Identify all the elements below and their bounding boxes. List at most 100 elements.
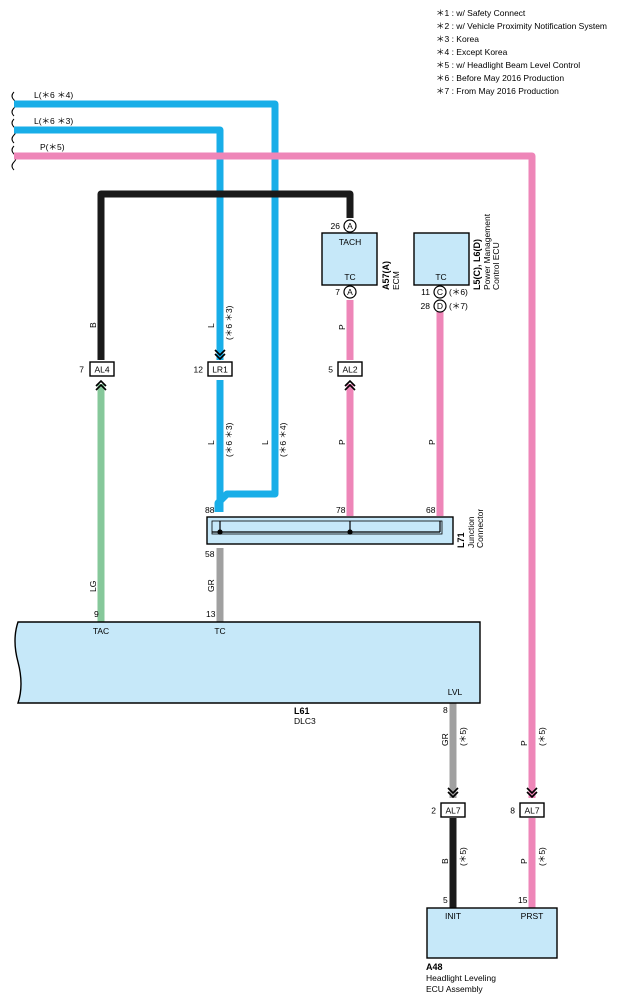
- arrow-up-icon: [344, 383, 356, 391]
- splice-dot: [347, 529, 353, 535]
- wire-label: P: [337, 324, 347, 330]
- connector-label: AL4: [94, 365, 109, 375]
- connector-circle: [343, 219, 357, 233]
- wire-label: P(＊5): [40, 142, 65, 152]
- component-name: Junction: [466, 516, 476, 548]
- wire-note: (＊5): [458, 847, 468, 866]
- splice-dot: [217, 529, 223, 535]
- wire-label: B: [88, 322, 98, 328]
- connector-pin: 12: [194, 365, 204, 375]
- wire-label: P: [519, 740, 529, 746]
- wire-label: L: [260, 440, 270, 445]
- wire-label: GR: [440, 733, 450, 746]
- component-code: L5(C), L6(D): [472, 239, 482, 290]
- component-name: ECU Assembly: [426, 984, 483, 994]
- pin-name: INIT: [445, 911, 461, 921]
- wire-note: (＊5): [458, 727, 468, 746]
- legend-item: ＊6 : Before May 2016 Production: [436, 73, 564, 83]
- pin-name: TC: [435, 272, 446, 282]
- pin-name: TC: [214, 626, 225, 636]
- pin-number: 11: [421, 287, 430, 297]
- pin-note: (＊7): [449, 301, 468, 311]
- wire-note: (＊6 ＊3): [224, 422, 234, 457]
- arrow-down-icon: [214, 353, 226, 361]
- wire-labels: L(＊6 ＊4) L(＊6 ＊3) P(＊5) B L (＊6 ＊3) P L …: [34, 90, 547, 866]
- component-name: DLC3: [294, 716, 316, 726]
- arrow-down-icon: [447, 791, 459, 799]
- pin-number: 5: [443, 895, 448, 905]
- pin-name: TC: [344, 272, 355, 282]
- connector-arrows: [95, 349, 538, 799]
- connector-pin: 5: [328, 365, 333, 375]
- wire-blue-l-6-4: [14, 100, 279, 512]
- wire-blue-l-6-3: [14, 126, 224, 360]
- wire-note: (＊5): [537, 847, 547, 866]
- arrow-down-icon: [214, 349, 226, 357]
- pin-number: 78: [336, 505, 346, 515]
- pin-number: 58: [205, 549, 215, 559]
- pin-name: TAC: [93, 626, 109, 636]
- arrow-up-icon: [95, 383, 107, 391]
- connector-label: AL7: [445, 806, 460, 816]
- connector-pin: 2: [431, 806, 436, 816]
- legend-item: ＊4 : Except Korea: [436, 47, 508, 57]
- pin-name: PRST: [521, 911, 544, 921]
- wire-label: GR: [206, 579, 216, 592]
- component-code: A57(A): [381, 261, 391, 290]
- connector-al4: AL4 7: [79, 361, 115, 377]
- pin-name: TACH: [339, 237, 362, 247]
- component-name: Control ECU: [491, 242, 501, 290]
- pin-number: 26: [331, 221, 341, 231]
- pin-number: 88: [205, 505, 215, 515]
- wire-label: L: [206, 440, 216, 445]
- connector-pin: 8: [510, 806, 515, 816]
- connector-label: AL2: [342, 365, 357, 375]
- wire-label: P: [519, 858, 529, 864]
- arrow-up-icon: [344, 379, 356, 387]
- component-code: L71: [456, 532, 466, 548]
- headlight-leveling-ecu: INIT PRST 5 15 A48 Headlight Leveling EC…: [426, 895, 558, 994]
- wire-black-b: [97, 190, 354, 360]
- wire-label: P: [427, 439, 437, 445]
- pin-number: 7: [335, 287, 340, 297]
- connector-al7-left: AL7 2: [431, 802, 466, 818]
- wire-label: L: [206, 323, 216, 328]
- connector-pin: 7: [79, 365, 84, 375]
- connector-al7-right: AL7 8: [510, 802, 545, 818]
- power-management-ecu: TC C 11 (＊6) D 28 (＊7) L5(C), L6(D) Powe…: [413, 213, 501, 313]
- dlc3-component: TAC TC LVL 9 13 8 L61 DLC3: [14, 609, 481, 726]
- wire-label: L(＊6 ＊3): [34, 116, 73, 126]
- pin-number: 13: [206, 609, 216, 619]
- connector-circle: [433, 285, 447, 299]
- connector-al2: AL2 5: [328, 361, 363, 377]
- connector-letter: A: [347, 287, 353, 297]
- wire-pink-p-5: [14, 152, 536, 798]
- component-name: Connector: [475, 509, 485, 548]
- component-name: Power Management: [482, 213, 492, 290]
- arrow-down-icon: [447, 787, 459, 795]
- legend-item: ＊7 : From May 2016 Production: [436, 86, 559, 96]
- arrow-down-icon: [526, 791, 538, 799]
- pin-number: 68: [426, 505, 436, 515]
- legend: ＊1 : w/ Safety Connect ＊2 : w/ Vehicle P…: [436, 8, 607, 96]
- pin-note: (＊6): [449, 287, 468, 297]
- arrow-up-icon: [95, 379, 107, 387]
- connector-circle: [433, 299, 447, 313]
- wire-note: (＊6 ＊3): [224, 305, 234, 340]
- connector-letter: A: [347, 221, 353, 231]
- legend-item: ＊2 : w/ Vehicle Proximity Notification S…: [436, 21, 607, 31]
- wire-label: L(＊6 ＊4): [34, 90, 73, 100]
- pin-number: 15: [518, 895, 528, 905]
- wire-note: (＊5): [537, 727, 547, 746]
- legend-item: ＊3 : Korea: [436, 34, 479, 44]
- component-name: ECM: [391, 271, 401, 290]
- wire-label: LG: [88, 581, 98, 592]
- connector-circle: [343, 285, 357, 299]
- wire-label: P: [337, 439, 347, 445]
- pin-number: 9: [94, 609, 99, 619]
- component-code: A48: [426, 962, 443, 972]
- wire-label: B: [440, 858, 450, 864]
- connector-letter: D: [437, 301, 443, 311]
- connector-lr1: LR1 12: [194, 361, 233, 377]
